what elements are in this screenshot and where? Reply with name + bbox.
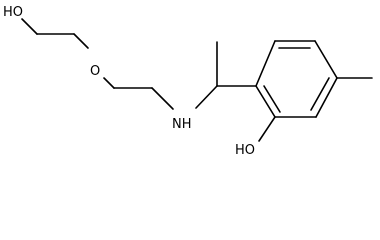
bond-o-c3 — [103, 77, 115, 89]
ring-bond-3 — [315, 77, 338, 118]
bond-lines — [21, 18, 373, 142]
amine-label: NH — [172, 117, 192, 132]
molecule-diagram: HO O NH HO — [3, 5, 373, 155]
hydroxyl-top-label: HO — [3, 5, 23, 20]
bond-ring-oh — [258, 116, 276, 142]
ring-bond-1 — [255, 85, 276, 118]
ring-double-bond-b — [310, 77, 330, 111]
bond-n-ch — [195, 85, 218, 109]
ring-double-bond-c — [263, 85, 281, 113]
phenol-hydroxyl-label: HO — [235, 143, 255, 155]
ether-oxygen-label: O — [90, 64, 100, 79]
bond-c4-n — [151, 87, 174, 110]
bond-ho-c1 — [21, 18, 38, 35]
bond-c2-o — [73, 33, 89, 49]
ring-bond-4 — [314, 40, 338, 79]
ring-bond-6 — [255, 40, 276, 87]
